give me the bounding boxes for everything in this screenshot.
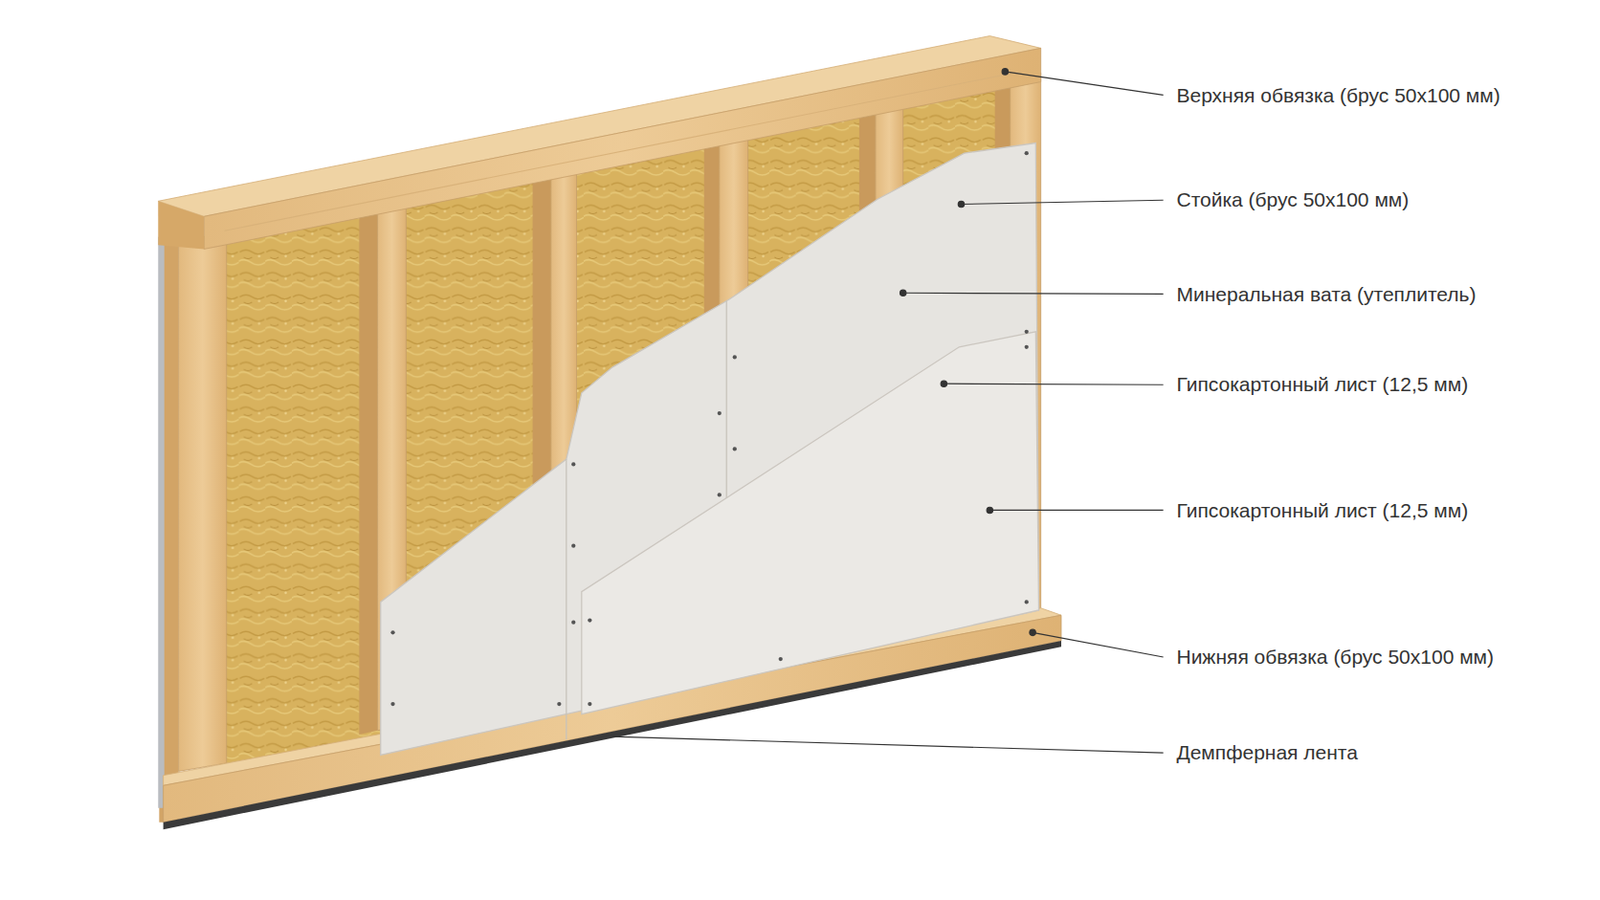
part-label: Стойка (брус 50х100 мм) <box>1176 187 1409 212</box>
leader-lines <box>903 292 1164 294</box>
screws <box>1024 600 1029 604</box>
screws <box>571 544 576 549</box>
screws <box>778 657 783 662</box>
leader-lines <box>943 383 1163 385</box>
leader-lines <box>940 380 947 387</box>
studs <box>178 232 227 772</box>
drywall-outer <box>581 332 1040 715</box>
part-label: Минеральная вата (утеплитель) <box>1176 282 1476 307</box>
leader-lines <box>612 736 1164 754</box>
screws <box>1024 345 1029 350</box>
drywall-inner <box>726 301 728 501</box>
screws <box>587 618 592 623</box>
screws <box>1024 330 1029 334</box>
leader-lines <box>960 200 1163 204</box>
screws <box>733 355 737 359</box>
screws <box>390 630 395 635</box>
leader-lines <box>989 510 1163 512</box>
screws <box>733 446 737 451</box>
part-label: Гипсокартонный лист (12,5 мм) <box>1176 498 1468 523</box>
studs <box>157 237 164 809</box>
leader-lines <box>900 289 907 296</box>
leader-lines <box>612 68 1164 755</box>
part-label: Верхняя обвязка (брус 50х100 мм) <box>1176 83 1500 108</box>
screws <box>571 462 576 467</box>
leader-lines <box>986 507 993 513</box>
screws <box>390 702 395 707</box>
drywall-inner <box>565 459 567 740</box>
screws <box>571 621 576 625</box>
screws <box>390 151 1028 707</box>
leader-lines <box>1001 68 1008 75</box>
leader-lines <box>957 200 964 207</box>
screws <box>717 492 722 497</box>
leader-lines <box>1029 629 1036 636</box>
part-label: Нижняя обвязка (брус 50х100 мм) <box>1176 644 1494 669</box>
leader-lines <box>1004 71 1163 96</box>
drywall-outer <box>581 332 1040 715</box>
screws <box>587 702 592 707</box>
top-plate <box>157 200 204 249</box>
drywall-inner <box>380 143 1040 756</box>
studs <box>358 200 378 735</box>
leader-lines <box>1032 632 1163 658</box>
screws <box>717 411 722 416</box>
screws <box>556 702 561 707</box>
drywall-inner <box>380 143 1040 756</box>
part-label: Гипсокартонный лист (12,5 мм) <box>1176 372 1468 397</box>
part-label: Демпферная лента <box>1176 740 1357 765</box>
screws <box>1024 151 1029 156</box>
